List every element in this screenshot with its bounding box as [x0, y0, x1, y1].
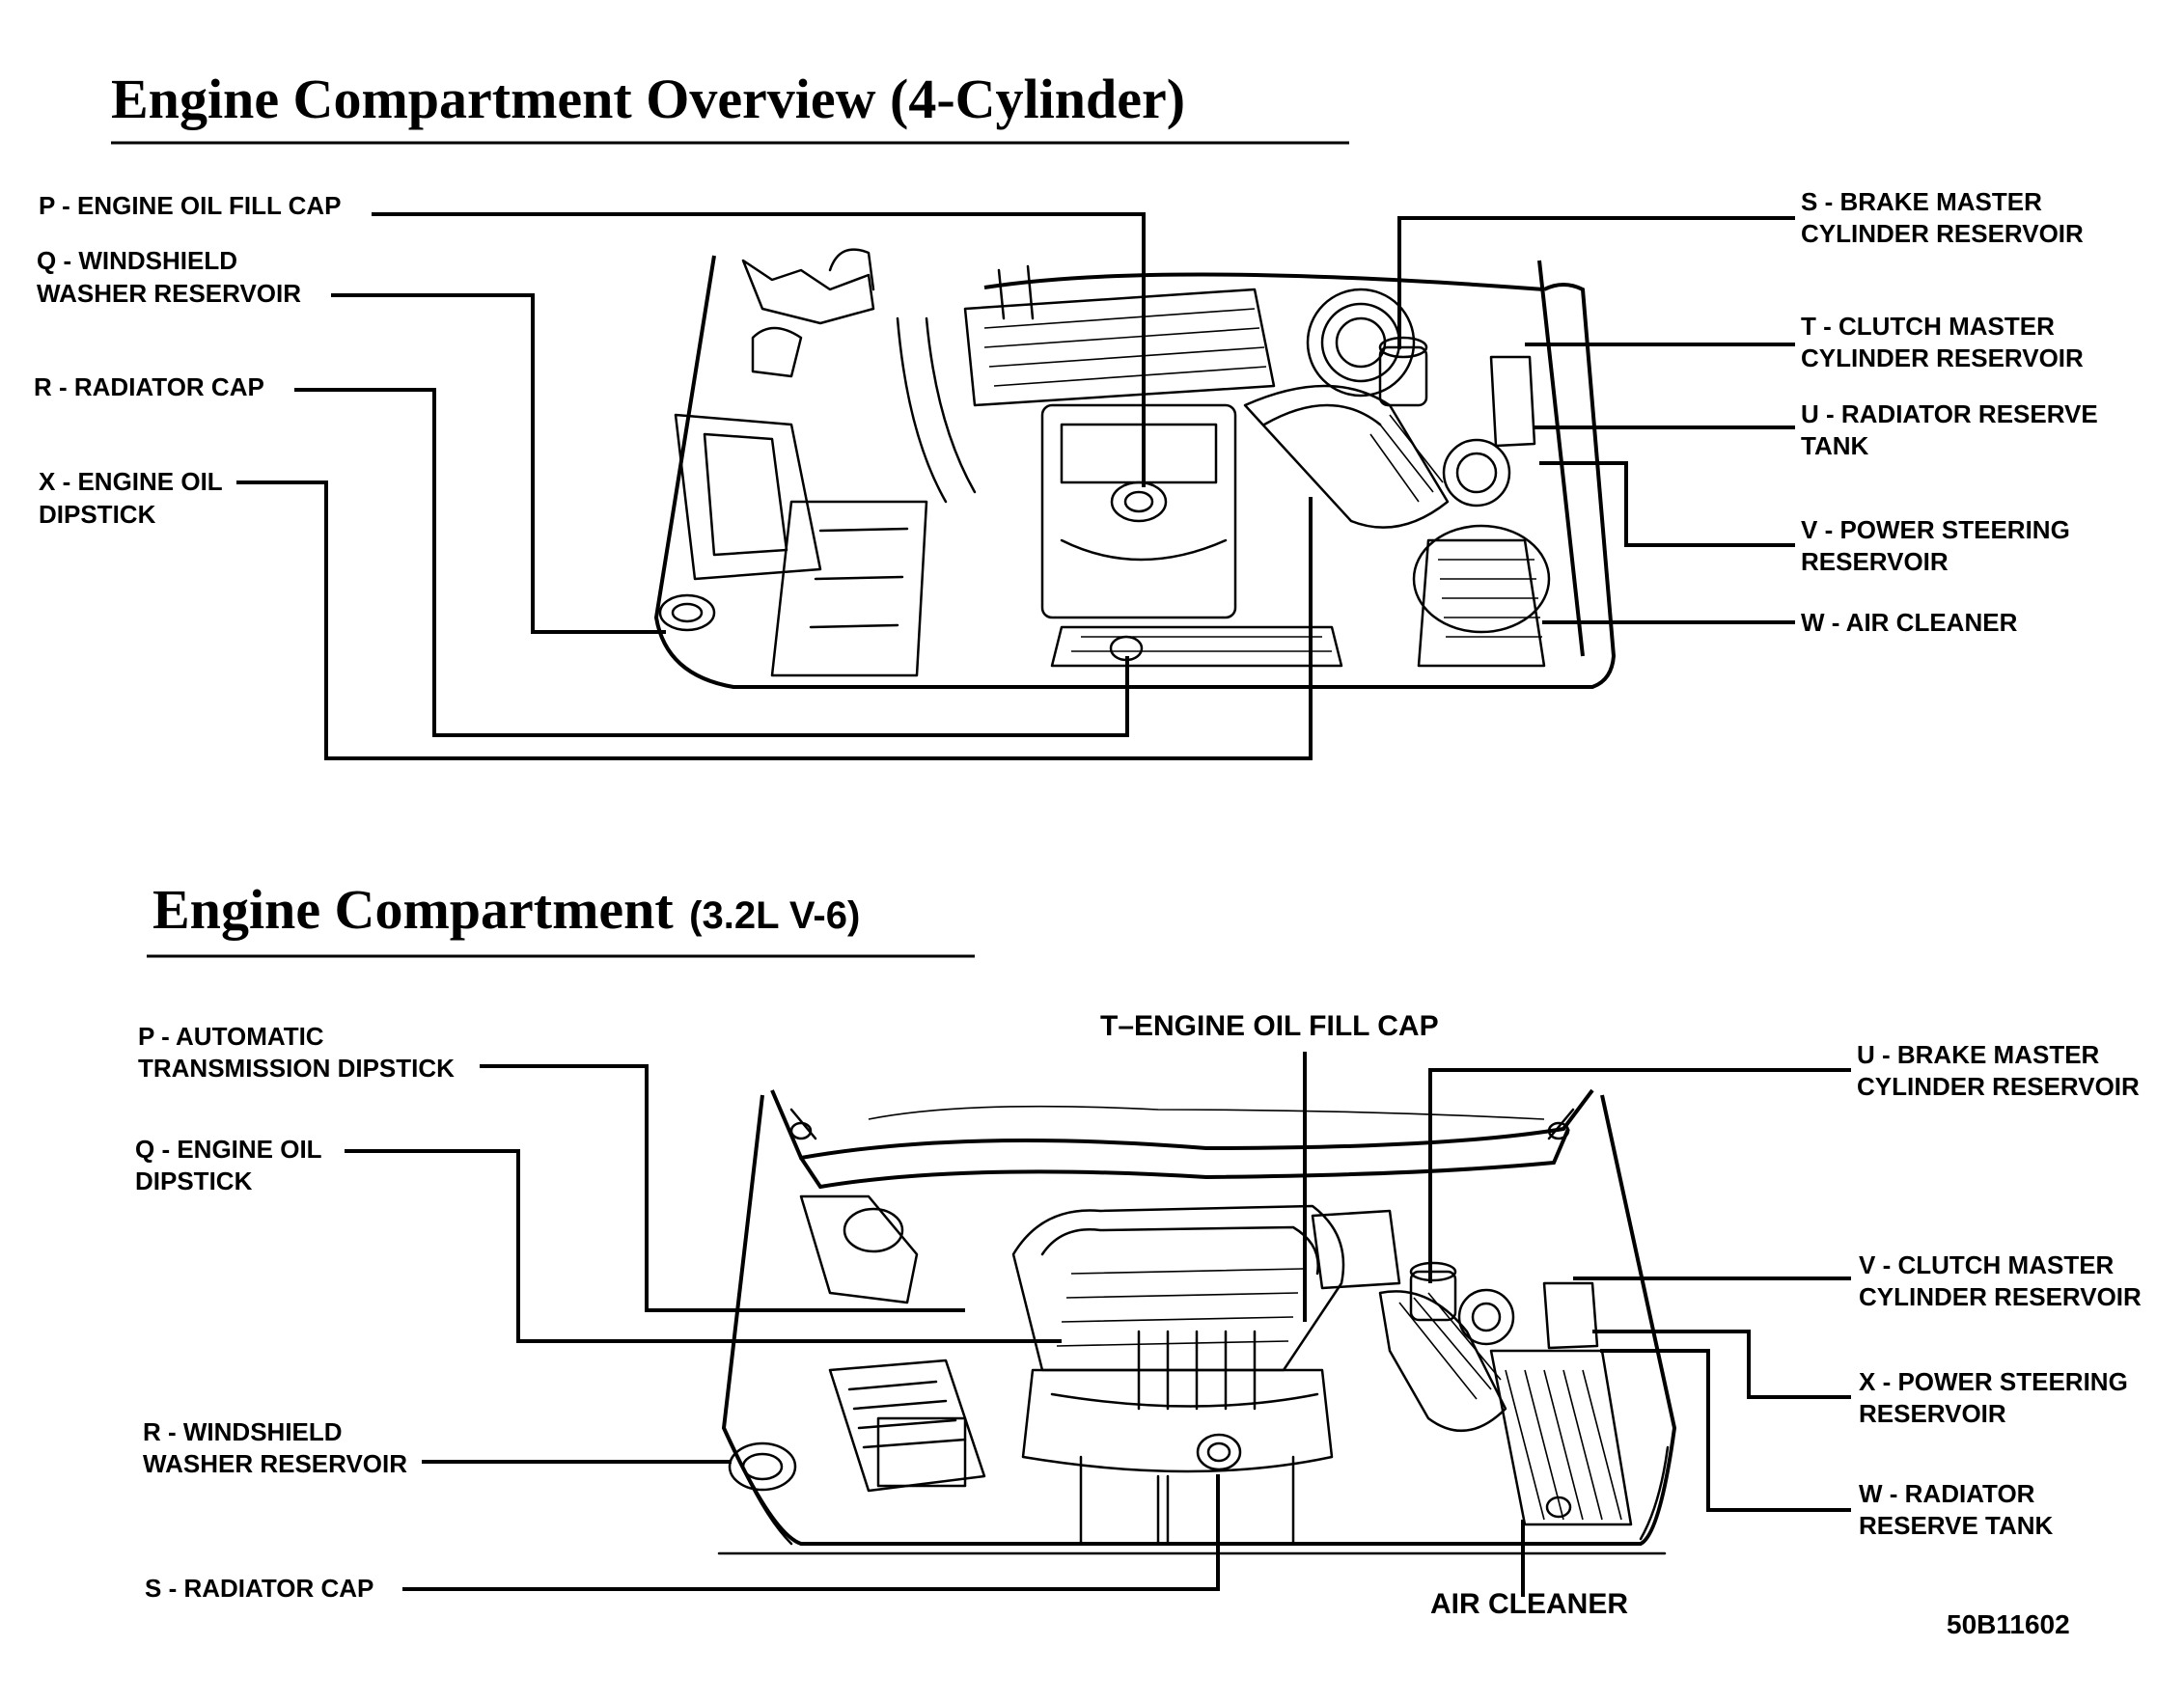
- label-u-brake-master-line1: U - BRAKE MASTER: [1857, 1040, 2100, 1069]
- label-u-brake-master-line2: CYLINDER RESERVOIR: [1857, 1072, 2140, 1101]
- label-p-automatic-transmission-line2: TRANSMISSION DIPSTICK: [138, 1054, 455, 1083]
- label-x-engine-oil-dipstick-line2: DIPSTICK: [39, 500, 156, 529]
- label-q-windshield-washer-line1: Q - WINDSHIELD: [37, 246, 237, 275]
- label-x-power-steering-line1: X - POWER STEERING: [1859, 1367, 2128, 1396]
- label-v-clutch-master-line2: CYLINDER RESERVOIR: [1859, 1282, 2142, 1311]
- label-t-clutch-master-line2: CYLINDER RESERVOIR: [1801, 343, 2084, 372]
- engine-illustration-v6: [717, 1088, 1677, 1555]
- diagram-v6-title-main: Engine Compartment: [152, 878, 674, 941]
- label-u-radiator-reserve-line1: U - RADIATOR RESERVE: [1801, 399, 2098, 428]
- label-p-automatic-transmission-line1: P - AUTOMATIC: [138, 1022, 324, 1051]
- label-q-windshield-washer-line2: WASHER RESERVOIR: [37, 279, 301, 308]
- label-t-clutch-master-line1: T - CLUTCH MASTER: [1801, 312, 2055, 341]
- labels-v6-left: P - AUTOMATIC TRANSMISSION DIPSTICK Q - …: [135, 1022, 455, 1603]
- label-v-clutch-master-line1: V - CLUTCH MASTER: [1859, 1250, 2115, 1279]
- labels-4cyl-right: S - BRAKE MASTER CYLINDER RESERVOIR T - …: [1801, 187, 2098, 637]
- label-s-brake-master-line2: CYLINDER RESERVOIR: [1801, 219, 2084, 248]
- label-s-brake-master-line1: S - BRAKE MASTER: [1801, 187, 2042, 216]
- label-w-radiator-reserve-line1: W - RADIATOR: [1859, 1479, 2035, 1508]
- diagram-4-cylinder: Engine Compartment Overview (4-Cylinder): [34, 68, 2098, 760]
- diagram-v6-title: Engine Compartment (3.2L V-6): [152, 878, 860, 941]
- leader-lines-4cyl: [236, 212, 1795, 760]
- label-r-windshield-washer-line1: R - WINDSHIELD: [143, 1417, 343, 1446]
- labels-4cyl-left: P - ENGINE OIL FILL CAP Q - WINDSHIELD W…: [34, 191, 342, 529]
- label-x-power-steering-line2: RESERVOIR: [1859, 1399, 2006, 1428]
- label-q-engine-oil-dipstick-line2: DIPSTICK: [135, 1167, 253, 1195]
- label-t-engine-oil-fill-cap: T–ENGINE OIL FILL CAP: [1100, 1010, 1439, 1042]
- label-w-radiator-reserve-line2: RESERVE TANK: [1859, 1511, 2054, 1540]
- engine-illustration-4cyl: [653, 248, 1617, 689]
- label-p-engine-oil-fill-cap: P - ENGINE OIL FILL CAP: [39, 191, 342, 220]
- leader-lines-v6: [345, 1052, 1851, 1597]
- diagram-v6-title-sub: (3.2L V-6): [689, 894, 860, 937]
- diagram-4cyl-title: Engine Compartment Overview (4-Cylinder): [111, 68, 1185, 130]
- figure-code: 50B11602: [1947, 1609, 2070, 1639]
- label-v-power-steering-line1: V - POWER STEERING: [1801, 515, 2070, 544]
- diagram-v6: Engine Compartment (3.2L V-6): [135, 878, 2142, 1620]
- label-u-radiator-reserve-line2: TANK: [1801, 431, 1869, 460]
- label-q-engine-oil-dipstick-line1: Q - ENGINE OIL: [135, 1135, 322, 1164]
- label-air-cleaner: AIR CLEANER: [1430, 1588, 1628, 1620]
- label-w-air-cleaner: W - AIR CLEANER: [1801, 608, 2018, 637]
- label-x-engine-oil-dipstick-line1: X - ENGINE OIL: [39, 467, 223, 496]
- label-r-radiator-cap: R - RADIATOR CAP: [34, 372, 264, 401]
- label-v-power-steering-line2: RESERVOIR: [1801, 547, 1949, 576]
- label-r-windshield-washer-line2: WASHER RESERVOIR: [143, 1449, 407, 1478]
- label-s-radiator-cap: S - RADIATOR CAP: [145, 1574, 373, 1603]
- labels-v6-right: U - BRAKE MASTER CYLINDER RESERVOIR V - …: [1857, 1040, 2142, 1540]
